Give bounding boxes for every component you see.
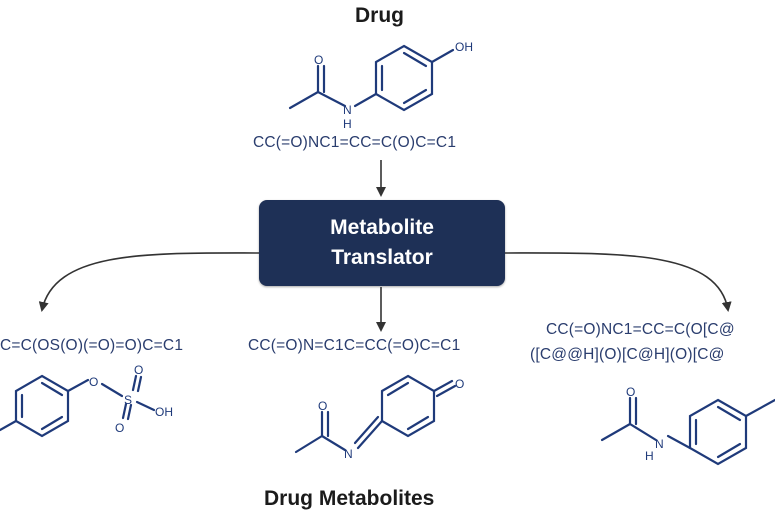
atom-label-nitrogen-right: N [655,437,664,451]
atom-label-ester-oxygen: O [89,375,98,389]
atom-label-quinone-oxygen: O [455,377,464,391]
atom-label-sulfonyl-oxygen-bottom: O [115,421,124,435]
translator-label-line1: Metabolite [330,216,434,239]
atom-label-sulfur: S [124,393,132,407]
atom-label-carbonyl-oxygen: O [314,53,323,67]
arrow-translator-to-right [504,252,732,312]
atom-label-sulfate-hydroxyl: OH [155,405,173,419]
atom-label-hydrogen: H [343,117,352,131]
drug-structure: OH O N H [288,40,473,131]
metabolite-middle-smiles: CC(=O)N=C1C=CC(=O)C=C1 [248,337,461,354]
drug-title: Drug [355,4,404,27]
atom-label-sulfonyl-oxygen-top: O [134,363,143,377]
translator-label-line2: Translator [331,246,433,269]
drug-smiles: CC(=O)NC1=CC=C(O)C=C1 [253,134,457,151]
metabolite-right-smiles-line2: ([C@@H](O)[C@H](O)[C@ [530,346,725,363]
atom-label-imine-nitrogen: N [344,447,353,461]
atom-label-nitrogen: N [343,103,352,117]
atom-label-amide-oxygen: O [318,399,327,413]
metabolite-left-structure: O S O O OH [0,363,173,438]
metabolite-right-smiles-line1: CC(=O)NC1=CC=C(O[C@ [546,321,735,338]
metabolites-title: Drug Metabolites [264,487,435,510]
metabolite-left-smiles: C=C(OS(O)(=O)=O)C=C1 [0,337,184,354]
metabolite-middle-structure: O O N [294,374,464,461]
atom-label-hydrogen-right: H [645,449,654,463]
metabolite-translator-box: Metabolite Translator [259,200,505,286]
arrow-translator-to-left [38,252,260,312]
atom-label-hydroxyl: OH [455,40,473,54]
atom-label-amide-oxygen-right: O [626,385,635,399]
metabolite-right-structure: O N H [600,385,775,466]
